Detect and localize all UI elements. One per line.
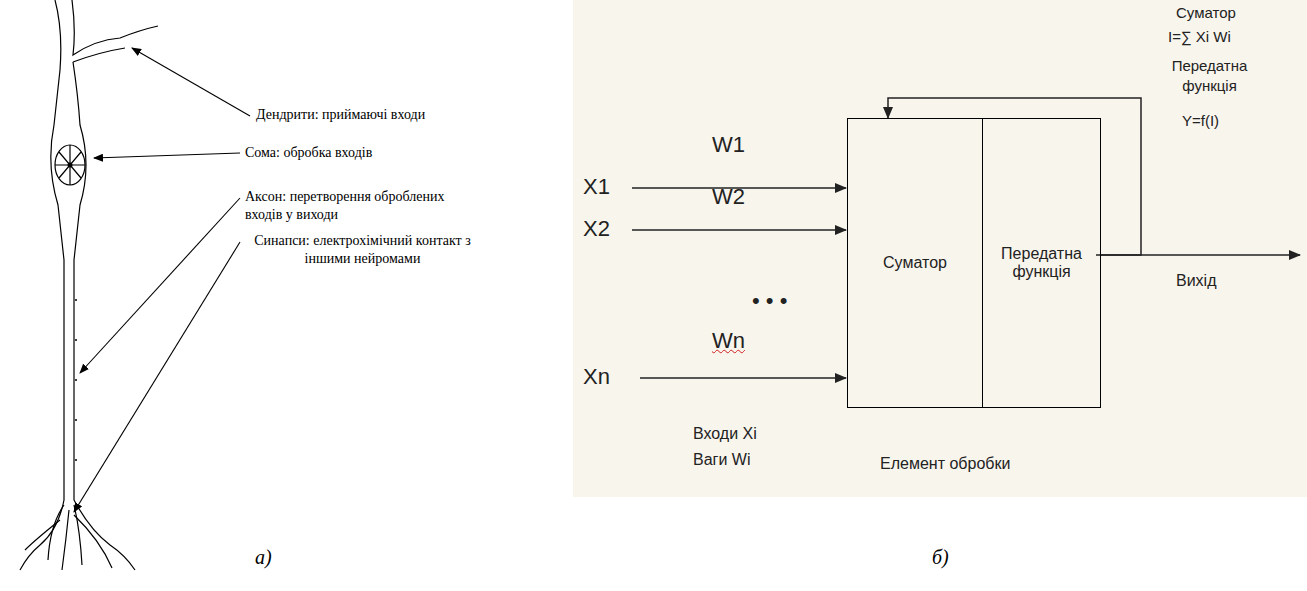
output-label: Вихід bbox=[1176, 272, 1217, 290]
element-label: Елемент обробки bbox=[880, 455, 1010, 473]
ellipsis: • • • bbox=[752, 288, 787, 314]
box-text: Передатна функція bbox=[983, 245, 1100, 281]
part-label: Дендрити: приймаючі входи bbox=[256, 107, 425, 123]
input-label: X1 bbox=[583, 174, 610, 200]
weight-label: W2 bbox=[712, 184, 745, 210]
subfigure-label: б) bbox=[932, 546, 949, 569]
input-label: Xn bbox=[583, 364, 610, 390]
legend-note: Ваги Wi bbox=[693, 451, 750, 469]
formula-label: I=∑ Xi Wi bbox=[1168, 28, 1231, 45]
weight-label: W1 bbox=[712, 132, 745, 158]
feedback-connector bbox=[888, 98, 1141, 255]
part-label: Аксон: перетворення оброблених входів у … bbox=[245, 188, 465, 224]
box-text: Суматор bbox=[877, 254, 953, 272]
signal-arrows bbox=[632, 188, 1300, 378]
background-panel bbox=[573, 0, 1307, 497]
subfigure-label: а) bbox=[255, 546, 272, 569]
neuron-drawing bbox=[20, 0, 158, 570]
weight-label: Wn bbox=[712, 328, 745, 354]
part-label: Синапси: електрохімічний контакт з іншим… bbox=[245, 232, 480, 268]
part-label: Сома: обробка входів bbox=[245, 145, 372, 161]
formula-label: Суматор bbox=[1176, 4, 1236, 21]
formula-label: Y=f(I) bbox=[1182, 112, 1219, 129]
transfer-function-box: Передатна функція bbox=[982, 118, 1101, 408]
adder-box: Суматор bbox=[847, 118, 983, 408]
formula-label: Передатна функція bbox=[1162, 56, 1257, 95]
leader-lines bbox=[74, 48, 250, 512]
legend-note: Входи Xi bbox=[693, 425, 757, 443]
input-label: X2 bbox=[583, 216, 610, 242]
